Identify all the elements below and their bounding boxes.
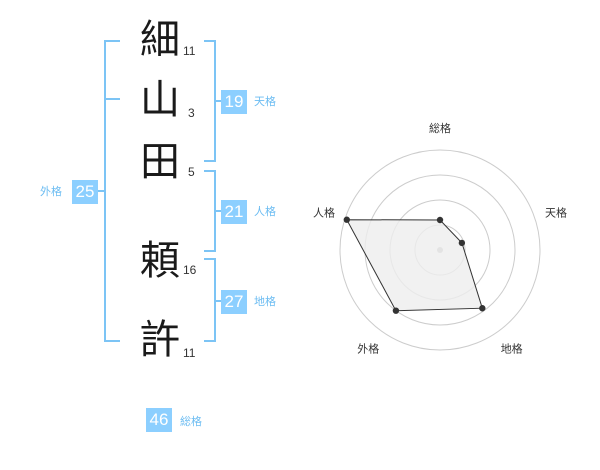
stroke-count-5: 11 bbox=[183, 346, 196, 360]
radar-point-1 bbox=[458, 239, 466, 247]
chikaku-value: 27 bbox=[221, 290, 247, 314]
radar-point-3 bbox=[392, 307, 400, 314]
chikaku-label: 地格 bbox=[254, 295, 276, 308]
tenkaku-value: 19 bbox=[221, 90, 247, 114]
radar-axis-label-4: 人格 bbox=[313, 205, 335, 219]
stroke-count-4: 16 bbox=[183, 263, 197, 277]
name-char-4: 頼 bbox=[140, 238, 180, 284]
stroke-count-3: 5 bbox=[188, 165, 195, 179]
gaikaku-bracket bbox=[104, 40, 120, 342]
radar-data-area bbox=[345, 219, 483, 312]
gaikaku-label: 外格 bbox=[40, 185, 62, 198]
radar-ring-4 bbox=[339, 149, 541, 351]
soukaku-value: 46 bbox=[146, 408, 172, 432]
name-char-3: 田 bbox=[140, 139, 180, 185]
radar-axis-label-3: 外格 bbox=[357, 342, 379, 356]
gaikaku-bracket-tick bbox=[104, 98, 120, 100]
jinkaku-label: 人格 bbox=[254, 205, 276, 218]
name-char-2: 山 bbox=[140, 77, 180, 123]
radar-data-points bbox=[343, 216, 486, 314]
chikaku-connector bbox=[214, 300, 222, 302]
radar-axis-label-1: 天格 bbox=[545, 205, 567, 219]
radar-point-2 bbox=[479, 305, 486, 312]
gaikaku-connector bbox=[98, 190, 106, 192]
radar-axis-label-0: 総格 bbox=[429, 121, 451, 135]
name-char-1: 細 bbox=[140, 17, 180, 63]
jinkaku-value: 21 bbox=[221, 200, 247, 224]
stroke-count-2: 3 bbox=[188, 106, 195, 120]
radar-axis-label-2: 地格 bbox=[501, 342, 523, 356]
jinkaku-connector bbox=[214, 210, 222, 212]
radar-point-0 bbox=[436, 216, 444, 224]
tenkaku-connector bbox=[214, 100, 222, 102]
soukaku-label: 総格 bbox=[180, 415, 202, 428]
name-char-5: 許 bbox=[140, 317, 180, 363]
tenkaku-label: 天格 bbox=[254, 95, 276, 108]
radar-point-4 bbox=[343, 216, 350, 223]
gaikaku-value: 25 bbox=[72, 180, 98, 204]
stroke-count-1: 11 bbox=[183, 44, 196, 58]
